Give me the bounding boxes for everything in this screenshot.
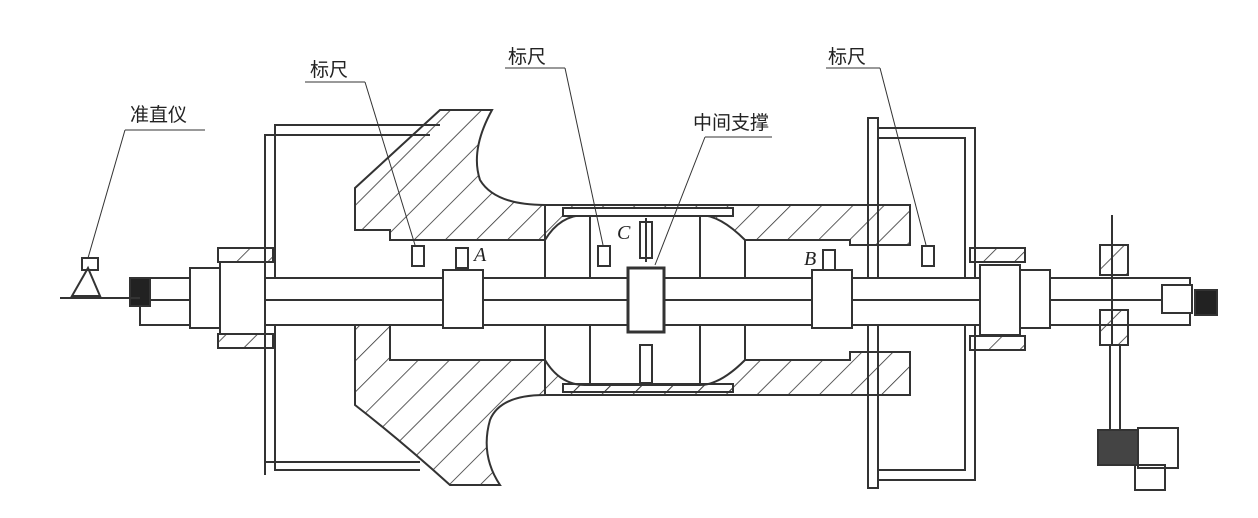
bearing-a [442, 269, 484, 329]
leader-lines [87, 67, 927, 266]
point-a: A [474, 244, 487, 266]
upper-casting [354, 109, 546, 241]
right-coupling [969, 247, 1218, 351]
label-scale-right: 标尺 [828, 46, 867, 68]
point-b: B [804, 248, 817, 270]
bearing-b [811, 269, 853, 329]
label-scale-left: 标尺 [310, 59, 349, 81]
lower-casting [354, 324, 546, 486]
label-scale-middle: 标尺 [508, 46, 547, 68]
collimator-icon [60, 257, 140, 299]
point-c: C [617, 222, 631, 244]
drive-gear [1097, 215, 1179, 491]
label-middle-support: 中间支撑 [693, 112, 770, 134]
left-coupling [129, 247, 274, 349]
label-collimator: 准直仪 [130, 104, 188, 126]
middle-support [626, 266, 666, 334]
gauges [411, 245, 935, 271]
